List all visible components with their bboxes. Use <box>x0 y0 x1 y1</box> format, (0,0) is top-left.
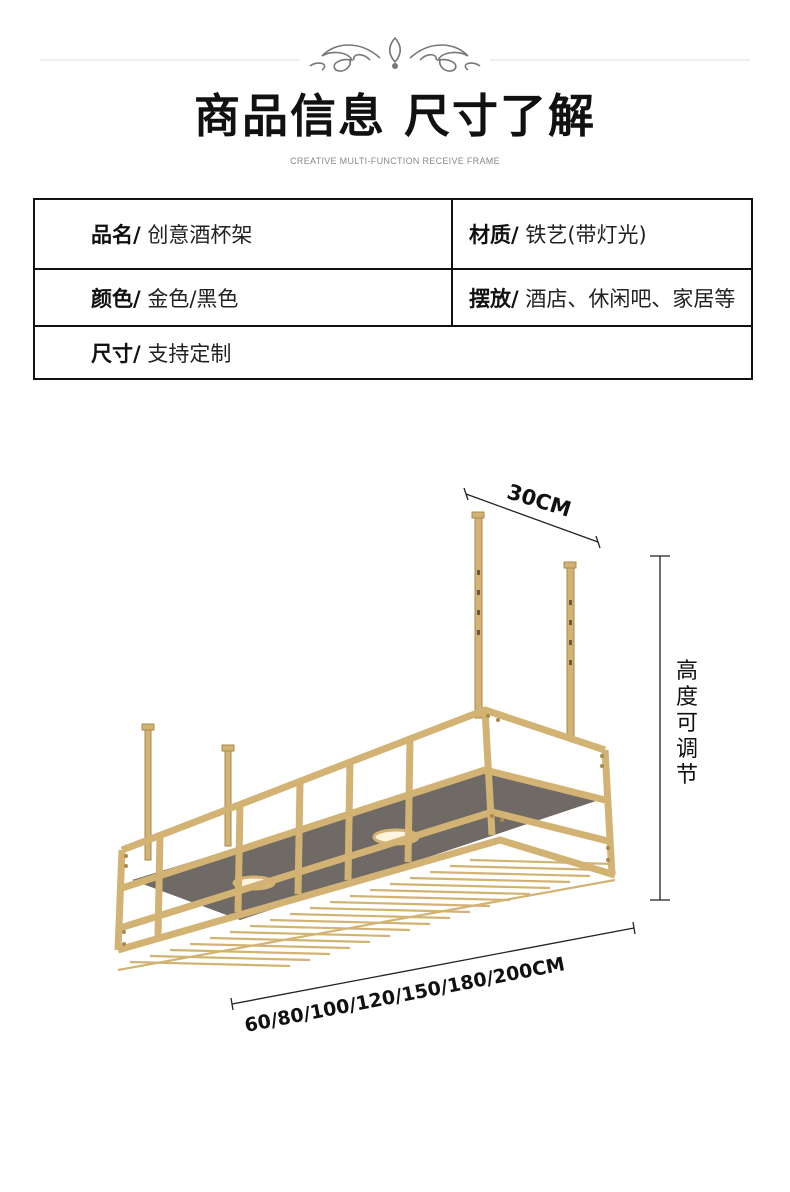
page-title: 商品信息 尺寸了解 <box>193 89 596 143</box>
spec-placement-label: 摆放/ <box>469 286 519 311</box>
spec-size-label: 尺寸/ <box>91 341 141 366</box>
ceiling-rods <box>141 511 577 861</box>
svg-text:高: 高 <box>676 659 698 684</box>
spec-name-label: 品名/ <box>91 223 141 247</box>
spec-name-cell: 品名/ 创意酒杯架 <box>33 198 453 270</box>
spec-color-cell: 颜色/ 金色/黑色 <box>33 268 453 327</box>
svg-text:度: 度 <box>676 685 698 710</box>
spec-placement-value: 酒店、休闲吧、家居等 <box>525 286 736 311</box>
spec-table: 品名/ 创意酒杯架 材质/ 铁艺(带灯光) 颜色/ 金色/黑色 摆放/ 酒店、休… <box>33 198 753 380</box>
svg-text:可: 可 <box>676 711 698 736</box>
depth-dimension <box>463 487 601 549</box>
spec-material-value: 铁艺(带灯光) <box>525 223 647 247</box>
height-dimension <box>650 555 670 901</box>
spec-color-label: 颜色/ <box>91 286 141 311</box>
svg-text:节: 节 <box>676 763 698 788</box>
spec-placement-cell: 摆放/ 酒店、休闲吧、家居等 <box>451 268 753 327</box>
length-label: 60/80/100/120/150/180/200CM <box>243 953 567 1037</box>
page-subtitle: CREATIVE MULTI-FUNCTION RECEIVE FRAME <box>290 156 500 166</box>
spec-size-cell: 尺寸/ 支持定制 <box>33 325 753 380</box>
depth-label: 30CM <box>504 480 574 522</box>
svg-text:调: 调 <box>676 737 698 762</box>
spec-color-value: 金色/黑色 <box>147 286 239 311</box>
height-label: 高 度 可 调 节 <box>676 659 698 788</box>
ornament-divider <box>40 36 750 72</box>
spec-name-value: 创意酒杯架 <box>147 223 253 247</box>
spec-material-cell: 材质/ 铁艺(带灯光) <box>451 198 753 270</box>
wine-rack-diagram: 30CM 高 度 可 调 节 <box>114 480 698 1037</box>
spec-size-value: 支持定制 <box>147 341 232 366</box>
spec-material-label: 材质/ <box>469 223 519 247</box>
length-dimension <box>230 921 636 1011</box>
glass-hanger-rails <box>117 858 616 972</box>
